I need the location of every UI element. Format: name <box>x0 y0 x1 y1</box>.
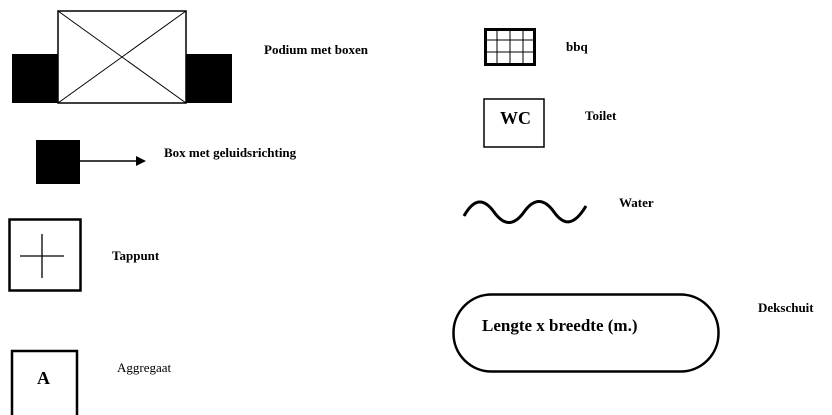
water-wave-icon <box>462 196 592 228</box>
bbq-label: bbq <box>566 39 588 54</box>
podium-with-speakers-icon <box>12 10 232 105</box>
toilet-icon <box>483 98 545 148</box>
toilet-symbol-text: WC <box>500 108 531 128</box>
dekschuit-label: Dekschuit <box>758 300 814 315</box>
aggregaat-label: Aggregaat <box>117 360 172 375</box>
speaker-direction-icon <box>36 138 146 188</box>
water-label: Water <box>619 195 654 210</box>
barge-icon <box>452 293 720 373</box>
podium-label: Podium met boxen <box>264 42 368 57</box>
tappunt-label: Tappunt <box>112 248 160 263</box>
box-label: Box met geluidsrichting <box>164 145 297 160</box>
toilet-label: Toilet <box>585 108 617 123</box>
bbq-grill-icon <box>484 28 536 66</box>
barge-symbol-text: Lengte x breedte (m.) <box>482 316 638 335</box>
generator-symbol-text: A <box>37 368 50 388</box>
generator-icon <box>10 349 80 415</box>
tap-point-icon <box>8 218 82 292</box>
